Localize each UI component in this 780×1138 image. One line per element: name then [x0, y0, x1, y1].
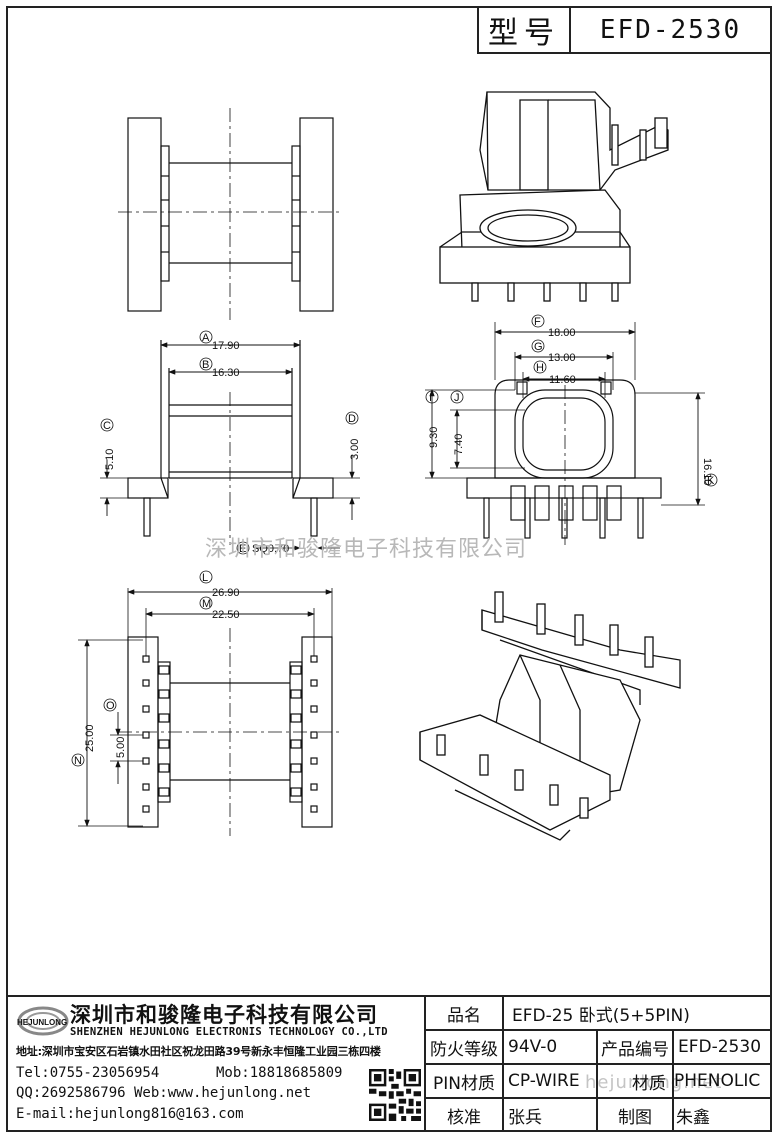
company-tel: Tel:0755-23056954	[16, 1065, 160, 1081]
company-mob: Mob:18818685809	[216, 1065, 343, 1081]
dim-k-circle	[704, 473, 718, 487]
company-info: HEJUNLONG 深圳市和骏隆电子科技有限公司 SHENZHEN HEJUNL…	[14, 999, 424, 1132]
dim-e-value: SQ0.70	[252, 543, 289, 555]
dim-d-circle	[345, 411, 359, 425]
dim-h-value: 11.60	[549, 374, 576, 386]
model-value: EFD-2530	[599, 15, 742, 45]
material-value: PHENOLIC	[674, 1071, 761, 1091]
dim-l-letter: L	[202, 572, 208, 584]
dim-j-value: 7.40	[453, 434, 465, 455]
dim-n-letter: N	[74, 755, 82, 767]
dim-o-circle	[103, 698, 117, 712]
product-code-label: 产品编号	[601, 1039, 669, 1060]
approved-label: 核准	[447, 1108, 481, 1128]
dim-j-letter: J	[454, 392, 460, 404]
dim-labels-left: A 17.90 B 16.30 C 5.10 D 3.00 E SQ0.70	[100, 330, 361, 555]
watermark-url: hejunlong.net	[585, 1072, 723, 1093]
title-block: HEJUNLONG 深圳市和骏隆电子科技有限公司 SHENZHEN HEJUNL…	[6, 995, 772, 1132]
technical-drawing: A 17.90 B 16.30 C 5.10 D 3.00 E SQ0.70	[71, 91, 718, 841]
product-name-label: 品名	[447, 1005, 481, 1026]
fire-rating-label: 防火等级	[430, 1039, 498, 1060]
dim-labels-right: F 18.00 G 13.00 H 11.60 I 9.30 J 7.40 K …	[425, 314, 718, 487]
dim-d-letter: D	[348, 413, 356, 425]
dim-d-value: 3.00	[349, 439, 361, 460]
dim-k-letter: K	[707, 475, 715, 487]
company-address: 地址:深圳市宝安区石岩镇水田社区祝龙田路39号新永丰恒隆工业园三栋四楼	[16, 1045, 381, 1058]
pin-material-label: PIN材质	[433, 1073, 495, 1094]
plan-view	[78, 588, 343, 836]
end-view-right	[425, 322, 705, 545]
dim-a-circle	[199, 330, 213, 344]
dim-g-letter: G	[534, 341, 543, 353]
fire-rating-value: 94V-0	[508, 1037, 558, 1057]
dim-m-value: 22.50	[212, 609, 240, 621]
company-email: E-mail:hejunlong816@163.com	[16, 1106, 244, 1122]
drawn-label: 制图	[618, 1108, 652, 1128]
dim-g-value: 13.00	[548, 352, 576, 364]
dim-h-circle	[533, 360, 547, 374]
material-label: 材质	[632, 1073, 666, 1094]
dim-o-letter: O	[106, 700, 115, 712]
dim-c-letter: C	[103, 420, 111, 432]
company-name-cn: 深圳市和骏隆电子科技有限公司	[70, 1003, 378, 1027]
product-code-value: EFD-2530	[678, 1037, 762, 1057]
dim-i-value: 9.30	[428, 427, 440, 448]
company-name-en: SHENZHEN HEJUNLONG ELECTRONIS TECHNOLOGY…	[70, 1026, 388, 1038]
dim-a-value: 17.90	[212, 340, 240, 352]
company-qq-web: QQ:2692586796 Web:www.hejunlong.net	[16, 1085, 312, 1101]
dim-h-letter: H	[536, 362, 544, 374]
dim-f-letter: F	[534, 316, 541, 328]
dim-c-value: 5.10	[104, 449, 116, 470]
isometric-view-bottom	[419, 591, 681, 841]
isometric-view-top	[439, 91, 669, 302]
dim-labels-plan: L 26.90 M 22.50 N 25.00 O 5.00	[71, 570, 240, 767]
watermark: 深圳市和骏隆电子科技有限公司	[205, 537, 528, 562]
dim-m-letter: M	[202, 598, 211, 610]
qr-code-icon	[369, 1069, 421, 1121]
spec-table: 品名 EFD-25 卧式(5+5PIN) 防火等级 94V-0 产品编号 EFD…	[424, 997, 772, 1132]
dim-i-letter: I	[429, 392, 432, 404]
product-name-value: EFD-25 卧式(5+5PIN)	[512, 1005, 690, 1026]
company-logo-icon: HEJUNLONG	[17, 1006, 69, 1036]
dim-f-value: 18.00	[548, 327, 576, 339]
model-header: 型号 EFD-2530	[477, 6, 772, 54]
dim-b-value: 16.30	[212, 367, 240, 379]
front-view-left	[100, 340, 360, 551]
dim-e-letter: E	[239, 543, 246, 555]
dim-k-value: 16.10	[701, 458, 713, 486]
dim-e-circle	[236, 541, 250, 555]
dim-m-circle	[199, 596, 213, 610]
pin-material-value: CP-WIRE	[508, 1071, 580, 1091]
dim-a-letter: A	[202, 332, 210, 344]
drawn-value: 朱鑫	[676, 1108, 710, 1128]
logo-text: HEJUNLONG	[17, 1018, 67, 1027]
dim-b-letter: B	[202, 359, 209, 371]
dim-n-circle	[71, 753, 85, 767]
dim-n-value: 25.00	[84, 724, 96, 752]
dim-j-circle	[450, 390, 464, 404]
dim-b-circle	[199, 357, 213, 371]
dim-o-value: 5.00	[115, 737, 127, 758]
drawing-frame	[6, 6, 772, 1132]
dim-i-circle	[425, 390, 439, 404]
model-label: 型号	[479, 8, 571, 52]
approved-value: 张兵	[508, 1108, 542, 1128]
side-view-top	[118, 108, 343, 320]
dim-c-circle	[100, 418, 114, 432]
dim-l-value: 26.90	[212, 587, 240, 599]
dim-g-circle	[531, 339, 545, 353]
dim-l-circle	[199, 570, 213, 584]
dim-f-circle	[531, 314, 545, 328]
